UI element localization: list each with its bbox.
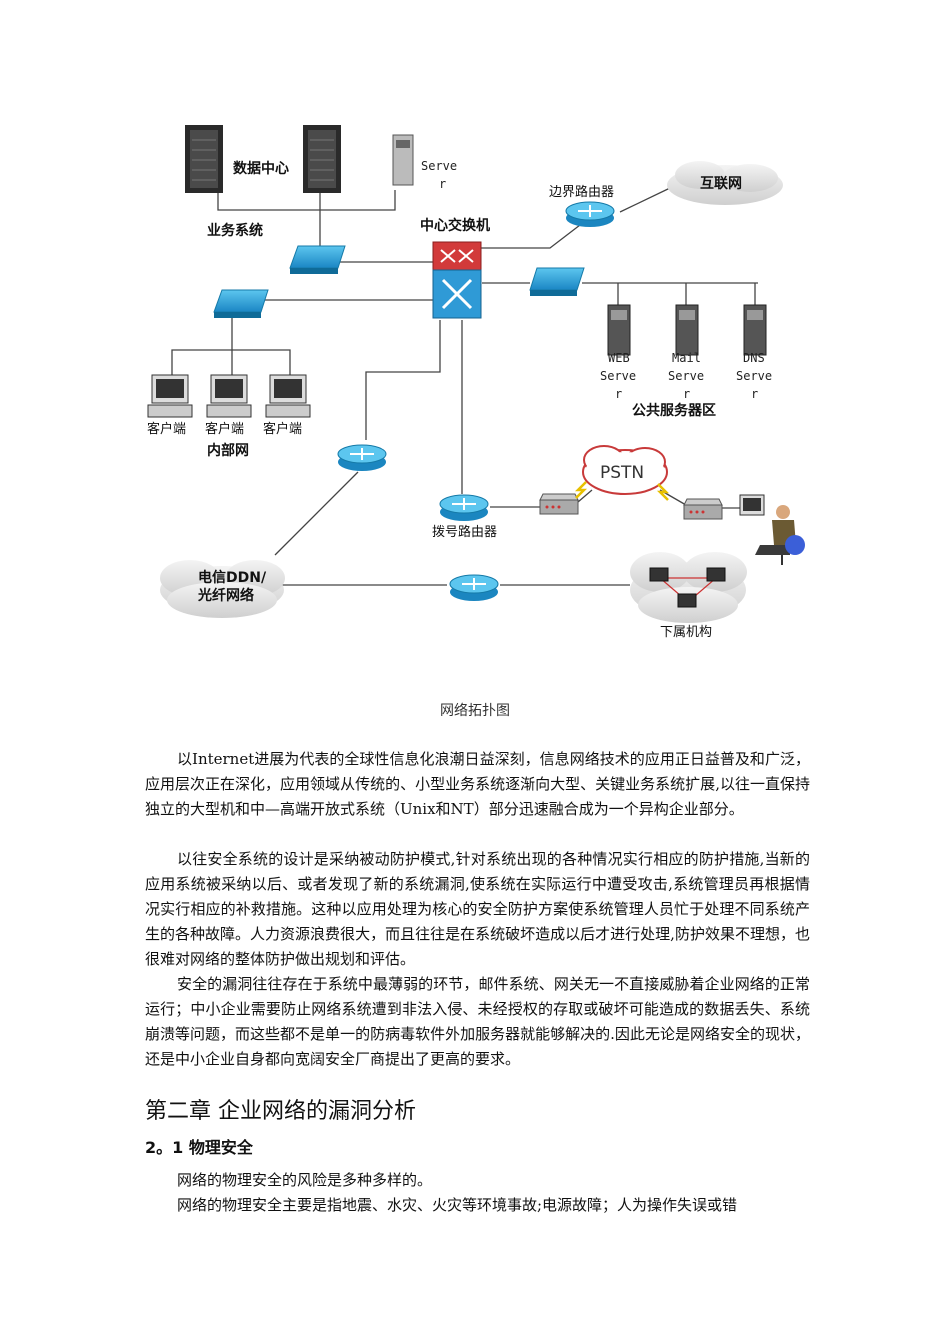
network-topology-diagram: 数据中心 业务系统 Serve r 中心交换机 边界路由器 互联网 (147, 125, 805, 640)
client-label-3: 客户端 (263, 421, 302, 437)
border-router-label: 边界路由器 (549, 184, 614, 200)
server-tower-icon (392, 134, 414, 186)
switch-icon (213, 289, 269, 318)
dns-server-label-3: r (751, 387, 758, 401)
mail-server-label-2: Serve (668, 369, 704, 383)
server-label-line1: Serve (421, 159, 457, 173)
business-system-label: 业务系统 (207, 222, 263, 239)
mail-server-label-3: r (683, 387, 690, 401)
router-icon (565, 201, 615, 227)
mail-server-icon (675, 304, 699, 356)
internet-cloud-icon (667, 161, 783, 205)
public-zone-label: 公共服务器区 (632, 402, 716, 419)
switch-icon (289, 245, 346, 274)
telecom-label-2: 光纤网络 (197, 587, 254, 604)
core-switch-icon (432, 241, 482, 319)
intranet-label: 内部网 (207, 442, 249, 459)
switch-icon (529, 267, 585, 296)
branch-label: 下属机构 (660, 625, 712, 640)
telecom-cloud-icon (160, 560, 285, 618)
client-computer-icon (206, 374, 252, 418)
router-icon (449, 574, 499, 601)
client-computer-icon (147, 374, 193, 418)
core-switch-label: 中心交换机 (420, 217, 490, 234)
paragraph-1: 以Internet进展为代表的全球性信息化浪潮日益深刻，信息网络技术的应用正日益… (145, 750, 810, 818)
lightning-icon (656, 483, 670, 501)
server-rack-icon (303, 125, 341, 193)
router-icon (337, 444, 387, 471)
server-label-line2: r (439, 177, 446, 191)
dns-server-label-2: Serve (736, 369, 772, 383)
web-server-label-3: r (615, 387, 622, 401)
section-paragraph-1: 网络的物理安全的风险是多种多样的。 (177, 1171, 433, 1189)
branch-cloud-icon (630, 552, 747, 623)
dns-server-icon (743, 304, 767, 356)
dial-router-label: 拨号路由器 (432, 524, 497, 540)
web-server-label-1: WEB (608, 351, 630, 365)
dns-server-label-1: DNS (743, 351, 765, 365)
data-center-label: 数据中心 (233, 160, 289, 177)
remote-user-icon (739, 494, 805, 565)
paragraph-3: 安全的漏洞往往存在于系统中最薄弱的环节，邮件系统、网关无一不直接威胁着企业网络的… (145, 975, 810, 1068)
modem-icon (539, 493, 579, 515)
pstn-label: PSTN (600, 463, 644, 483)
client-computer-icon (265, 374, 311, 418)
internet-label: 互联网 (700, 176, 742, 192)
modem-icon (683, 498, 723, 520)
section-title: 2。1 物理安全 (145, 1138, 253, 1157)
lightning-icon (574, 481, 588, 499)
client-label-2: 客户端 (205, 421, 244, 437)
figure-caption: 网络拓扑图 (440, 703, 510, 719)
web-server-icon (607, 304, 631, 356)
connection-lines (171, 160, 758, 586)
mail-server-label-1: Mail (672, 351, 701, 365)
pstn-cloud-icon (582, 445, 668, 495)
server-rack-icon (185, 125, 223, 193)
paragraph-2: 以往安全系统的设计是采纳被动防护模式,针对系统出现的各种情况实行相应的防护措施,… (145, 850, 810, 968)
web-server-label-2: Serve (600, 369, 636, 383)
telecom-label-1: 电信DDN/ (198, 569, 267, 586)
section-paragraph-2: 网络的物理安全主要是指地震、水灾、火灾等环境事故;电源故障；人为操作失误或错 (177, 1196, 738, 1214)
client-label-1: 客户端 (147, 421, 186, 437)
dial-router-icon (439, 494, 489, 521)
chapter-title: 第二章 企业网络的漏洞分析 (145, 1099, 416, 1124)
